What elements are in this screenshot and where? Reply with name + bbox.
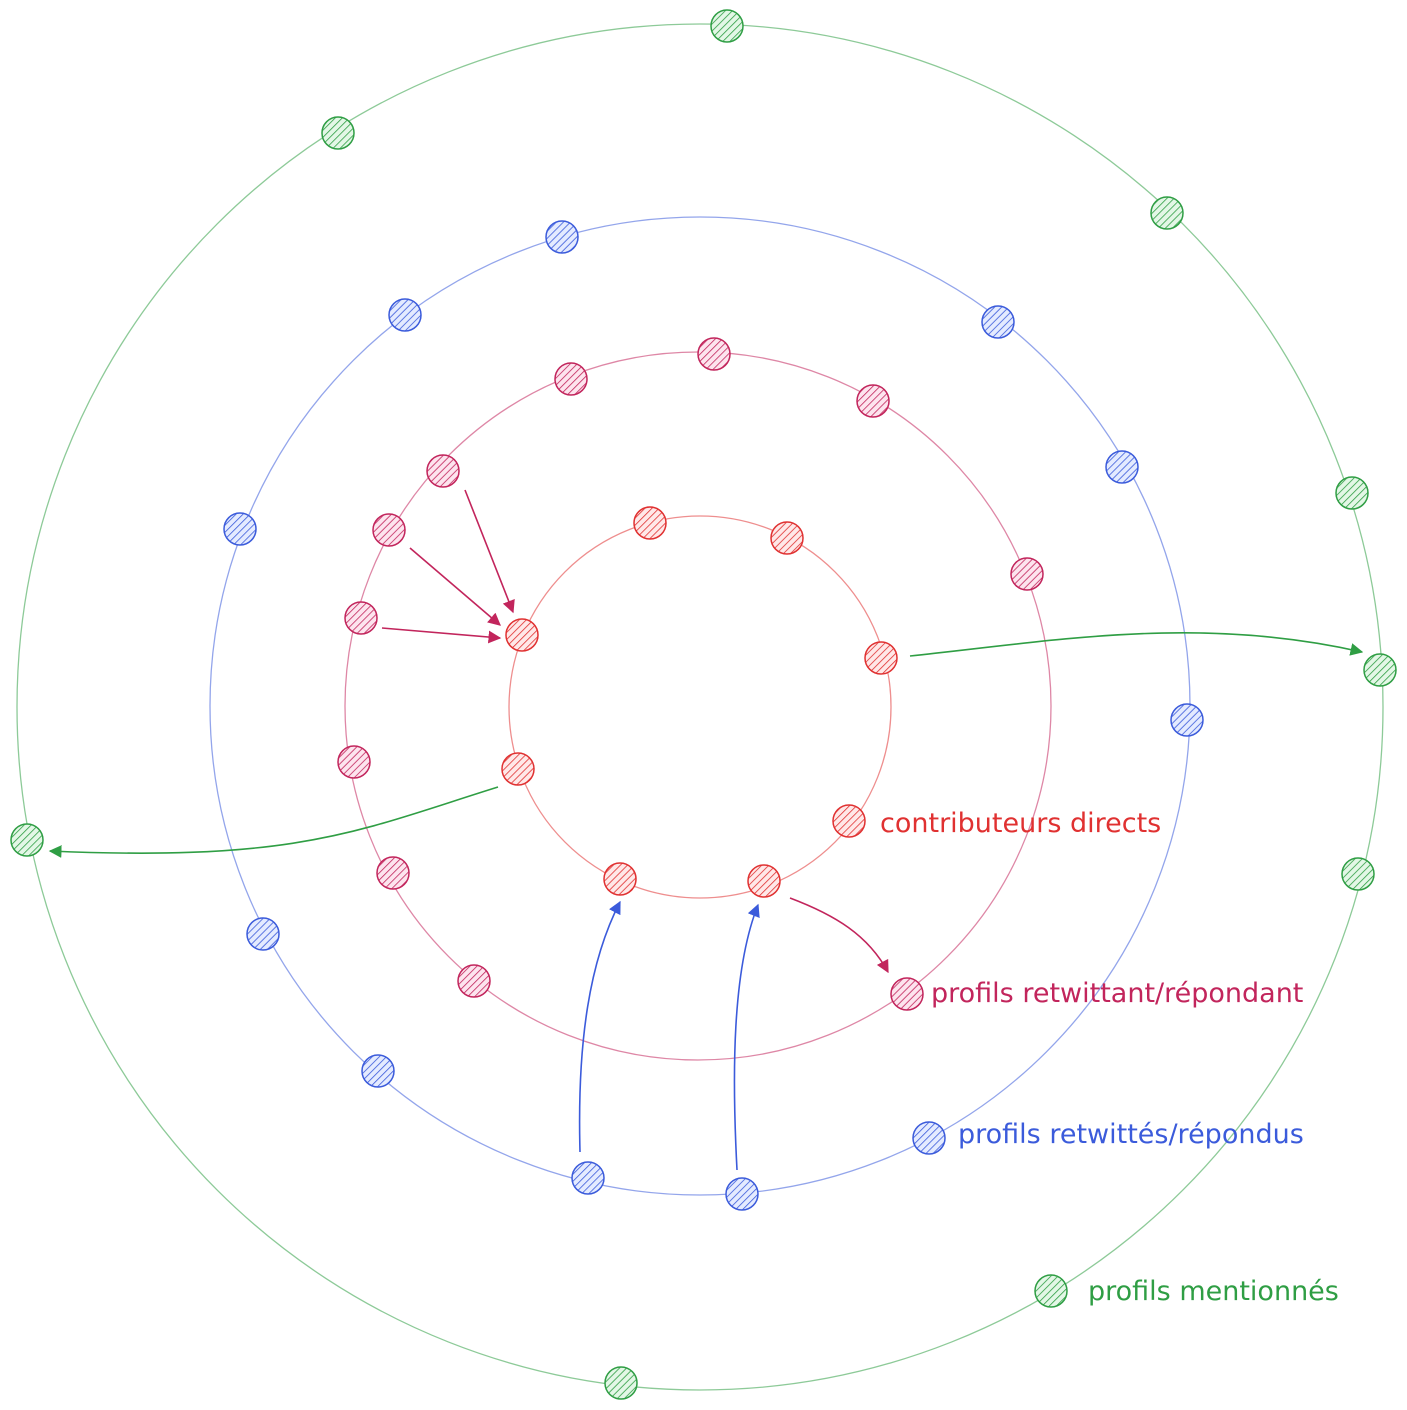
label-profils-mentionnes: profils mentionnés <box>1088 1276 1339 1307</box>
node-retweeting <box>344 601 378 635</box>
ring-mentioned <box>16 23 1384 1391</box>
node-direct <box>864 641 898 675</box>
label-profils-retwittes: profils retwittés/répondus <box>958 1119 1304 1150</box>
node-retweeted <box>571 1161 605 1195</box>
node-retweeting <box>890 977 924 1011</box>
node-retweeted <box>223 512 257 546</box>
node-mentioned <box>710 9 744 43</box>
node-retweeted <box>1105 450 1139 484</box>
node-retweeted <box>912 1121 946 1155</box>
node-retweeting <box>856 384 890 418</box>
arrow-retweeting-to-direct-2 <box>409 547 501 626</box>
node-mentioned <box>1150 196 1184 230</box>
ring-direct <box>508 515 892 899</box>
node-retweeted <box>246 917 280 951</box>
node-mentioned <box>604 1366 638 1400</box>
label-profils-retwittant: profils retwittant/répondant <box>931 978 1303 1009</box>
node-retweeting <box>426 454 460 488</box>
arrow-retweeted-to-direct-2 <box>733 903 760 1171</box>
node-mentioned <box>10 823 44 857</box>
node-retweeted <box>981 305 1015 339</box>
node-retweeting <box>457 964 491 998</box>
node-direct <box>505 618 539 652</box>
node-direct <box>747 864 781 898</box>
node-retweeting <box>554 362 588 396</box>
node-mentioned <box>1341 857 1375 891</box>
node-mentioned <box>321 116 355 150</box>
ring-labels: contributeurs directs profils retwittant… <box>880 808 1339 1307</box>
node-mentioned <box>1335 476 1369 510</box>
node-direct <box>603 862 637 896</box>
label-contributeurs-directs: contributeurs directs <box>880 808 1161 839</box>
nodes-retweeted <box>223 220 1204 1211</box>
arrow-retweeting-to-direct-3 <box>381 627 502 644</box>
nodes-mentioned <box>10 9 1397 1400</box>
node-retweeted <box>388 298 422 332</box>
node-mentioned <box>1363 653 1397 687</box>
node-retweeted <box>361 1054 395 1088</box>
node-retweeted <box>545 220 579 254</box>
node-retweeting <box>376 856 410 890</box>
ring-retweeted <box>209 216 1191 1196</box>
node-retweeted <box>1170 703 1204 737</box>
arrow-direct-to-mentioned-left <box>48 786 499 858</box>
node-retweeting <box>372 513 406 547</box>
node-direct <box>832 804 866 838</box>
node-retweeting <box>1010 557 1044 591</box>
arrow-retweeting-to-direct-1 <box>464 489 515 614</box>
node-direct <box>770 521 804 555</box>
node-retweeting <box>697 337 731 371</box>
node-retweeted <box>725 1177 759 1211</box>
arrow-direct-to-mentioned-right <box>909 632 1364 657</box>
node-retweeting <box>337 745 371 779</box>
arrows <box>48 489 1364 1171</box>
nodes-retweeting <box>337 337 1044 1011</box>
node-direct <box>501 752 535 786</box>
nodes-direct <box>501 506 898 898</box>
arrow-direct-to-retweeting <box>789 897 889 974</box>
node-mentioned <box>1034 1274 1068 1308</box>
arrow-retweeted-to-direct-1 <box>578 900 621 1153</box>
node-direct <box>633 506 667 540</box>
